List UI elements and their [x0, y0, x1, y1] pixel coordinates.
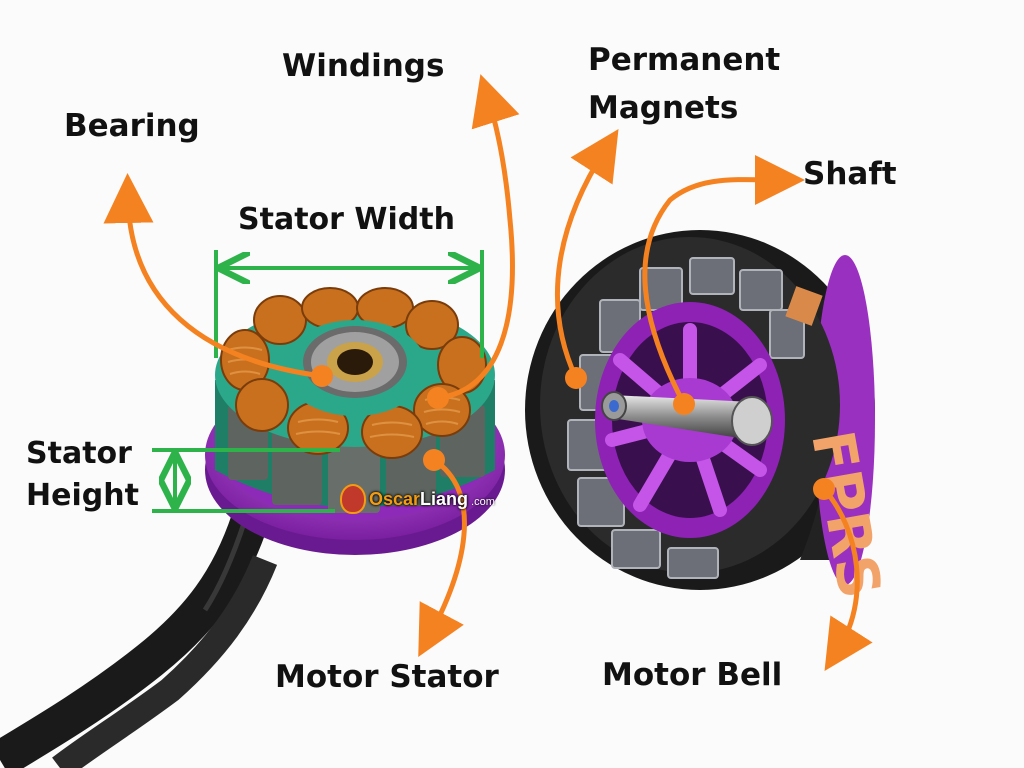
- motor-stator-arrow: [418, 457, 467, 658]
- shaft-arrow: [642, 154, 805, 407]
- stator-teeth: [228, 405, 485, 513]
- shaft-label: Shaft: [803, 156, 897, 192]
- motor-bell-assembly: FPRS: [525, 230, 894, 603]
- stator-height-label-line2: Height: [26, 478, 139, 513]
- bearing: [303, 326, 407, 398]
- watermark-name-part1: Oscar: [369, 488, 421, 509]
- bearing-label: Bearing: [64, 108, 200, 144]
- magnets-dot: [565, 367, 587, 389]
- watermark-name: OscarLiang: [369, 489, 468, 510]
- watermark-logo-icon: [340, 484, 366, 514]
- permanent-magnets-label-line2: Magnets: [588, 90, 739, 126]
- watermark-name-part2: Liang: [420, 488, 469, 509]
- motor-stator-label: Motor Stator: [275, 659, 499, 695]
- windings-dot: [427, 387, 449, 409]
- bell-lettering: FPRS: [798, 426, 894, 604]
- permanent-magnets-arrow: [554, 128, 619, 381]
- stator-width-label: Stator Width: [238, 202, 455, 237]
- shaft: [601, 391, 773, 446]
- watermark: OscarLiang .com: [340, 484, 495, 514]
- callout-dots: [311, 365, 835, 500]
- windings-label: Windings: [282, 48, 445, 84]
- motor-cable: [0, 513, 278, 768]
- motor-bell-label: Motor Bell: [602, 657, 783, 693]
- bearing-arrow: [103, 173, 325, 379]
- stator-width-dimension: [214, 250, 484, 358]
- stator-height-label-line1: Stator: [26, 436, 132, 471]
- windings-arrow: [435, 74, 520, 401]
- bearing-dot: [311, 365, 333, 387]
- bell-dot: [813, 478, 835, 500]
- permanent-magnets-label-line1: Permanent: [588, 42, 781, 78]
- shaft-dot: [673, 393, 695, 415]
- motor-bell-arrow: [821, 486, 873, 672]
- callout-arrows: [103, 74, 873, 672]
- watermark-suffix: .com: [471, 496, 495, 508]
- motor-stator-assembly: [205, 287, 505, 555]
- stator-height-dimension: [152, 448, 340, 513]
- stator-dot: [423, 449, 445, 471]
